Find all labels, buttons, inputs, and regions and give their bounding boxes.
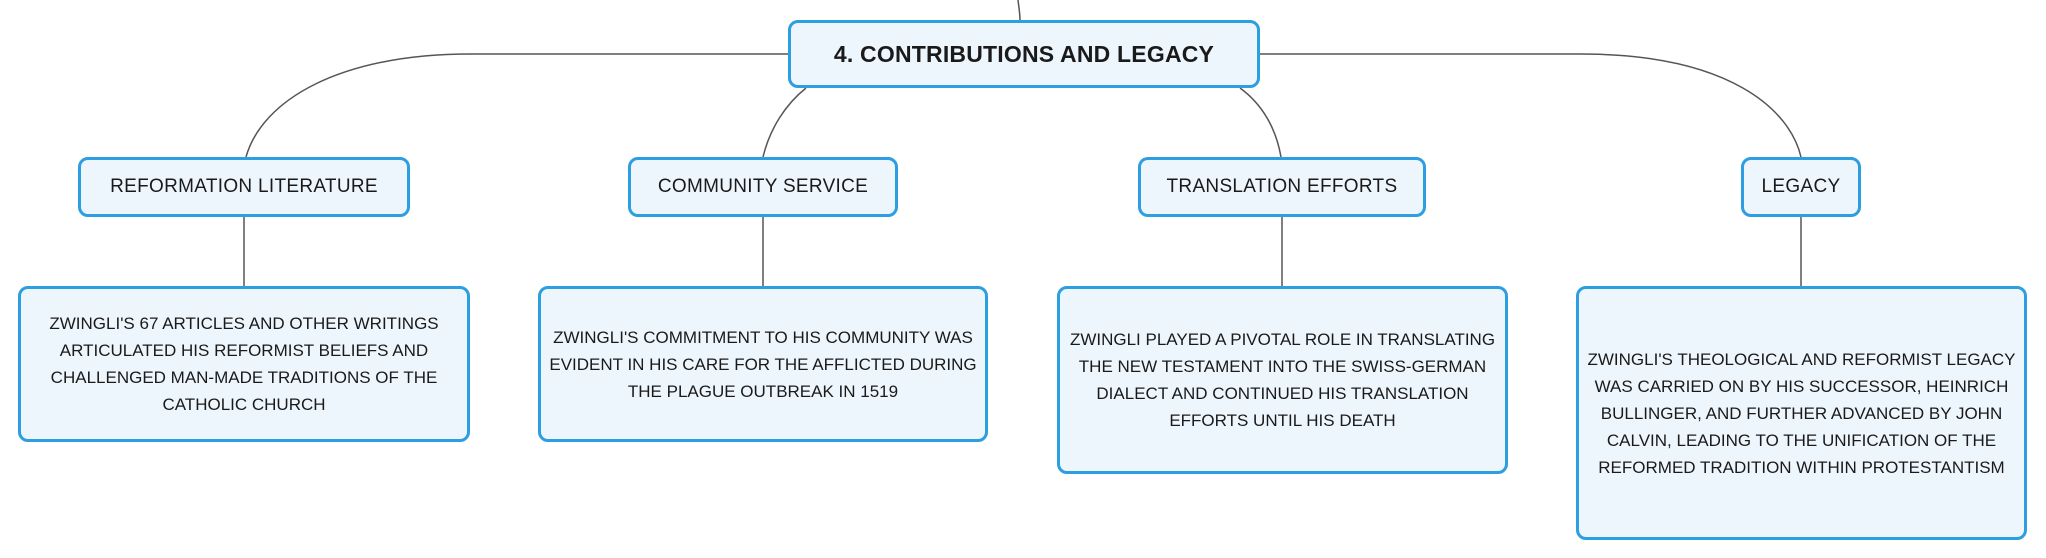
branch-legacy[interactable]: LEGACY bbox=[1741, 157, 1861, 217]
detail-legacy[interactable]: ZWINGLI'S THEOLOGICAL AND REFORMIST LEGA… bbox=[1576, 286, 2027, 540]
detail-translation-efforts[interactable]: ZWINGLI PLAYED A PIVOTAL ROLE IN TRANSLA… bbox=[1057, 286, 1508, 474]
root-topic-label: 4. CONTRIBUTIONS AND LEGACY bbox=[833, 40, 1215, 67]
branch-label: COMMUNITY SERVICE bbox=[657, 176, 869, 197]
branch-label: TRANSLATION EFFORTS bbox=[1166, 176, 1398, 197]
detail-community-service[interactable]: ZWINGLI'S COMMITMENT TO HIS COMMUNITY WA… bbox=[538, 286, 988, 442]
connector-root-to-legacy bbox=[1260, 53, 1802, 158]
branch-label: LEGACY bbox=[1761, 176, 1841, 197]
connector-root-to-reformation-literature bbox=[245, 53, 788, 158]
branch-reformation-literature[interactable]: REFORMATION LITERATURE bbox=[78, 157, 410, 217]
detail-text: ZWINGLI PLAYED A PIVOTAL ROLE IN TRANSLA… bbox=[1069, 330, 1496, 430]
detail-text: ZWINGLI'S THEOLOGICAL AND REFORMIST LEGA… bbox=[1587, 349, 2016, 477]
detail-text: ZWINGLI'S COMMITMENT TO HIS COMMUNITY WA… bbox=[549, 327, 977, 401]
branch-label: REFORMATION LITERATURE bbox=[110, 176, 378, 197]
connector-root-to-translation-efforts bbox=[1239, 87, 1282, 158]
branch-translation-efforts[interactable]: TRANSLATION EFFORTS bbox=[1138, 157, 1426, 217]
connector-root-to-community-service bbox=[762, 87, 807, 158]
detail-reformation-literature[interactable]: ZWINGLI'S 67 ARTICLES AND OTHER WRITINGS… bbox=[18, 286, 470, 442]
root-topic[interactable]: 4. CONTRIBUTIONS AND LEGACY bbox=[788, 20, 1260, 88]
branch-community-service[interactable]: COMMUNITY SERVICE bbox=[628, 157, 898, 217]
detail-text: ZWINGLI'S 67 ARTICLES AND OTHER WRITINGS… bbox=[49, 314, 439, 414]
parent-connector bbox=[1017, 0, 1021, 21]
